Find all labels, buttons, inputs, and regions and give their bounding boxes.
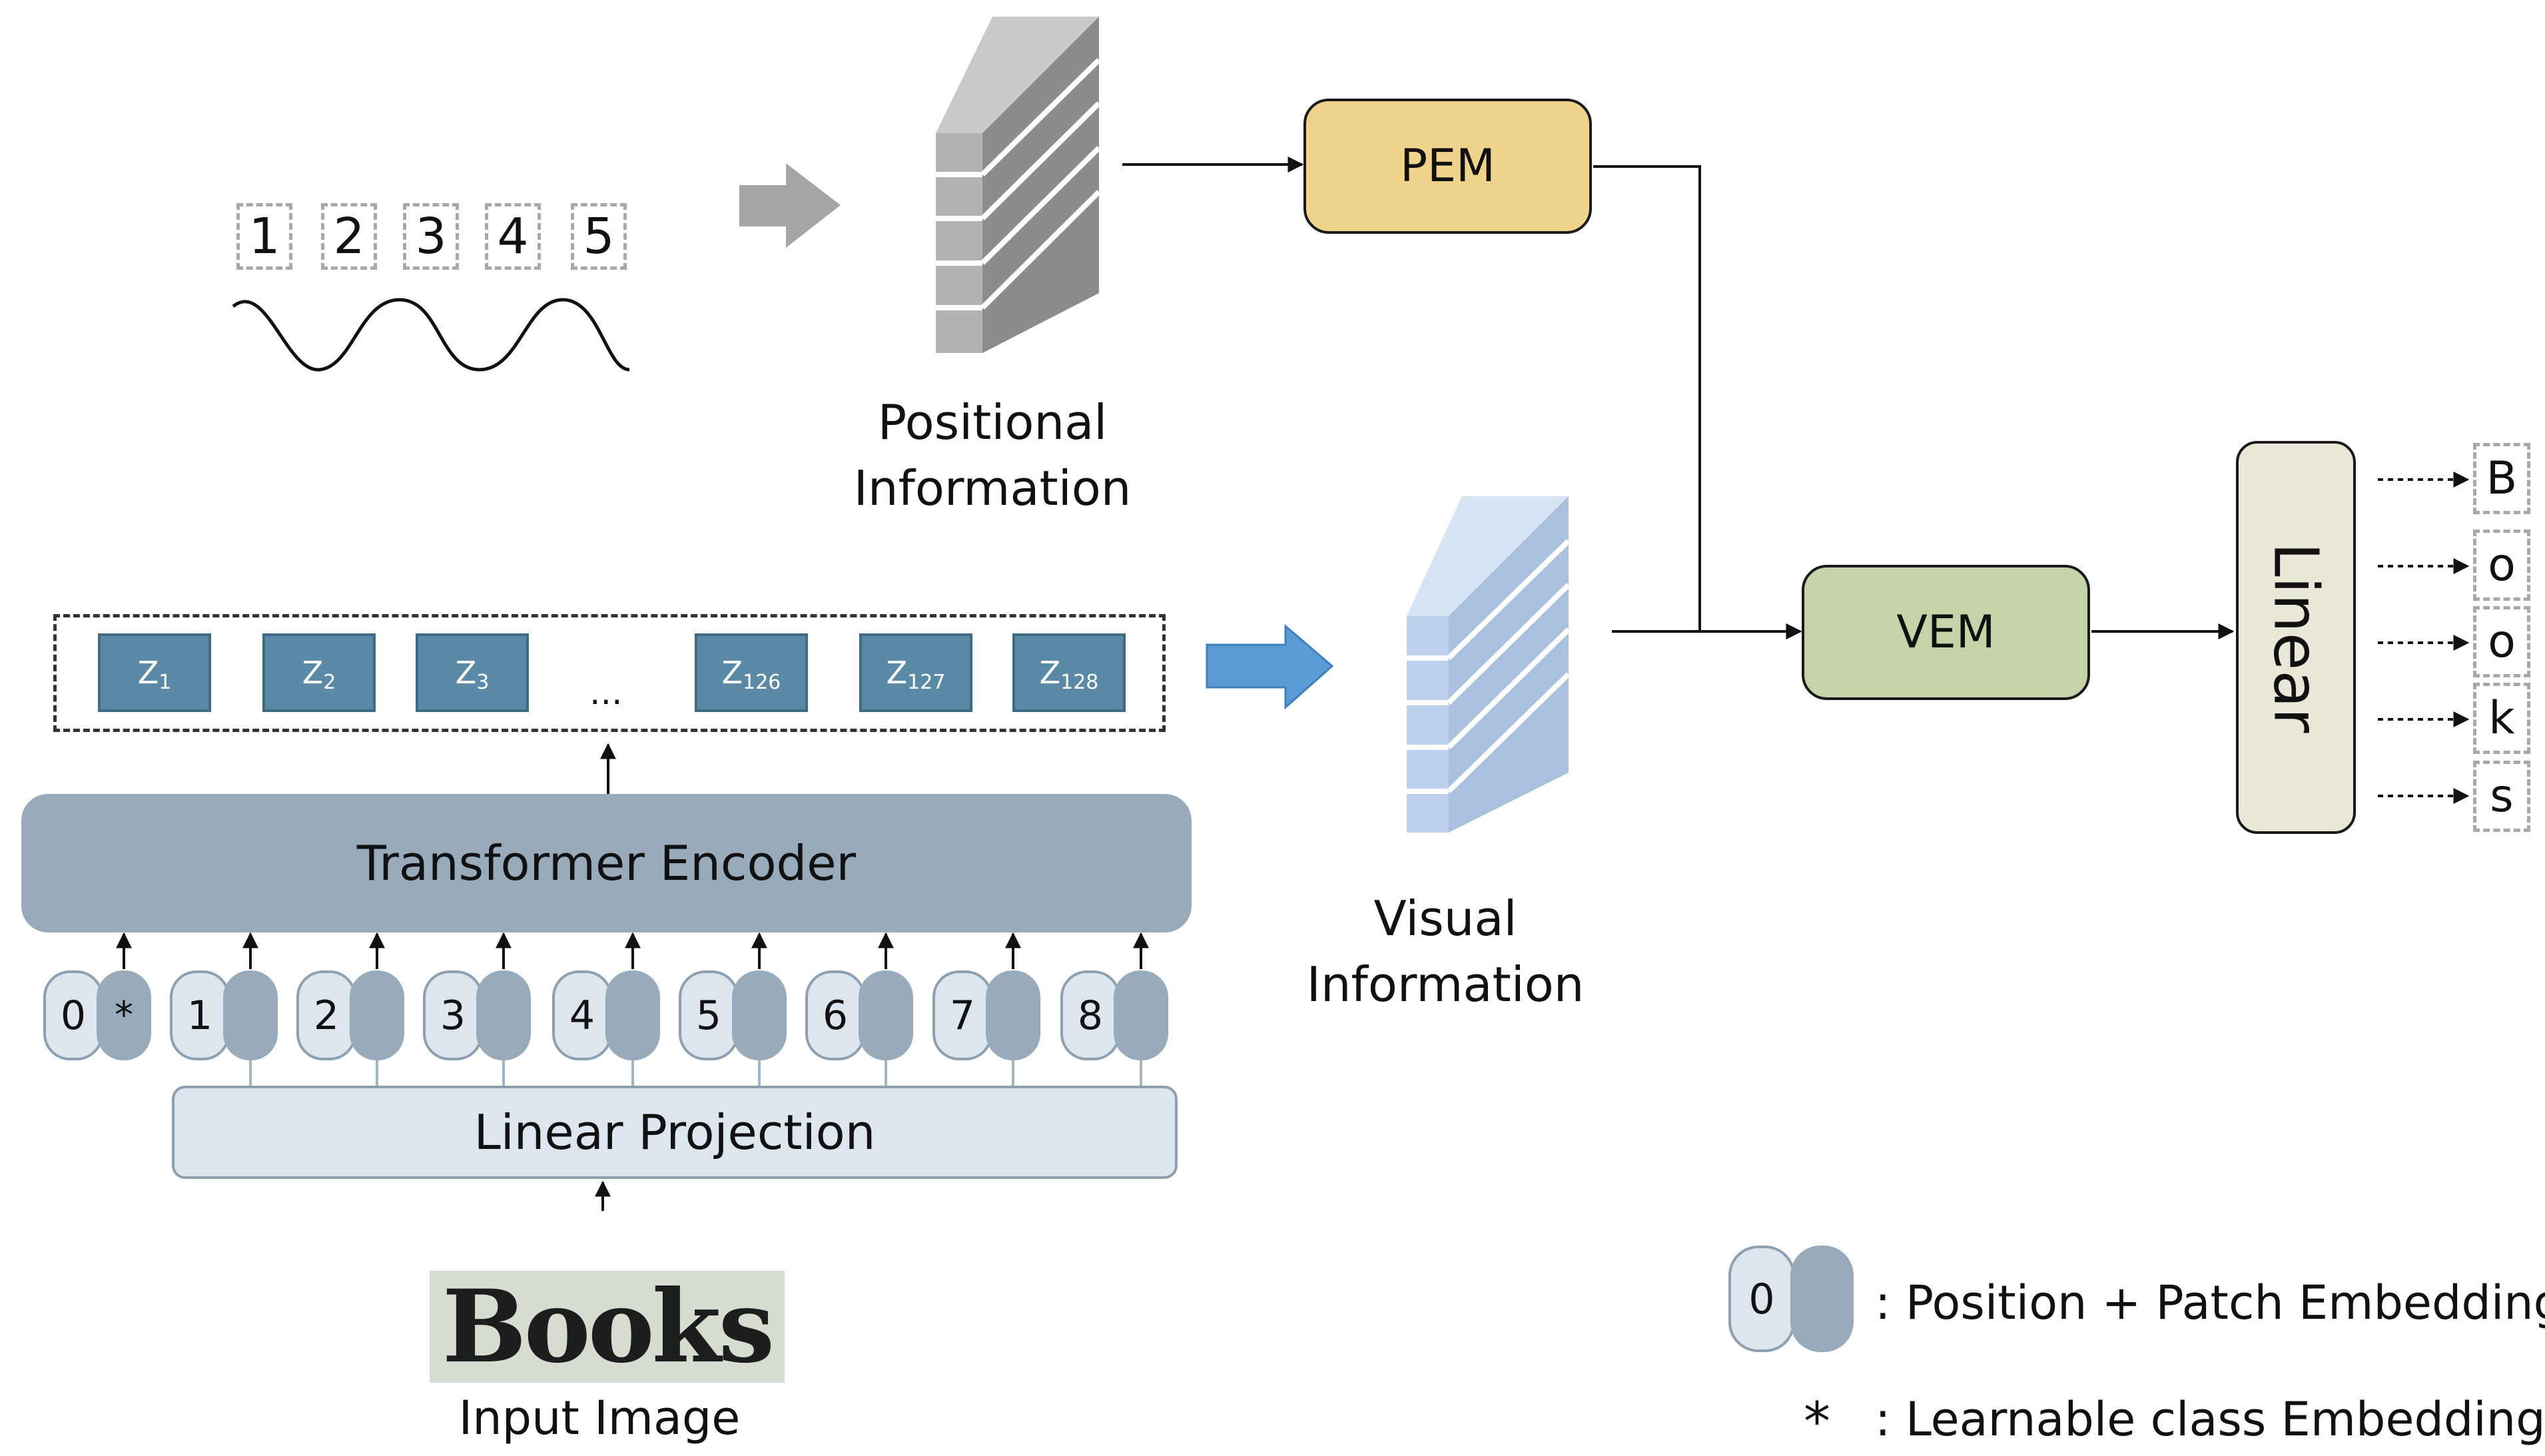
- positional-info-label: Positional Information: [853, 390, 1132, 521]
- output-char-box: o: [2473, 530, 2530, 601]
- legend-star-text: : Learnable class Embedding: [1875, 1392, 2545, 1447]
- position-index-box: 3: [403, 203, 459, 270]
- output-char-box: B: [2473, 443, 2530, 514]
- positional-info-label-line2: Information: [853, 460, 1132, 516]
- visual-info-label-line2: Information: [1306, 956, 1585, 1012]
- sine-wave: [232, 298, 630, 372]
- position-token: 1: [170, 970, 230, 1060]
- linear-projection-block: Linear Projection: [172, 1086, 1178, 1179]
- position-token: 5: [679, 970, 739, 1060]
- position-index-box: 2: [321, 203, 377, 270]
- input-image-text: Books: [442, 1271, 775, 1383]
- visual-info-label: Visual Information: [1305, 886, 1585, 1017]
- position-index-box: 5: [571, 203, 627, 270]
- position-token: 8: [1060, 970, 1120, 1060]
- position-token: 3: [423, 970, 483, 1060]
- patch-token: [1114, 970, 1168, 1060]
- visual-info-label-line1: Visual: [1373, 891, 1517, 946]
- linear-label: Linear: [2260, 542, 2332, 733]
- position-token: 2: [296, 970, 356, 1060]
- legend-token-text: : Position + Patch Embedding: [1875, 1275, 2545, 1330]
- patch-token: [350, 970, 404, 1060]
- gray-arrow: [739, 163, 841, 248]
- output-arrows: [2378, 472, 2470, 804]
- blue-arrow: [1206, 623, 1334, 710]
- output-char-box: k: [2473, 683, 2530, 754]
- input-image: Books: [430, 1271, 785, 1383]
- linear-block: Linear: [2236, 441, 2356, 834]
- class-token: *: [97, 970, 151, 1060]
- patch-token: [223, 970, 278, 1060]
- legend-patch-token: [1790, 1246, 1854, 1352]
- z-ellipsis: ...: [589, 673, 623, 713]
- output-char-box: o: [2473, 606, 2530, 677]
- position-token: 7: [932, 970, 992, 1060]
- vem-block: VEM: [1802, 565, 2090, 700]
- z-token-container: [53, 614, 1166, 732]
- transformer-encoder-block: Transformer Encoder: [21, 794, 1192, 932]
- connector-pem-to-vem: [1593, 165, 1802, 639]
- input-image-label: Input Image: [458, 1391, 741, 1445]
- output-char-box: s: [2473, 761, 2530, 832]
- visual-info-stack: [1407, 496, 1571, 833]
- positional-info-label-line1: Positional: [877, 394, 1108, 450]
- patch-token: [476, 970, 531, 1060]
- patch-token: [859, 970, 913, 1060]
- pem-block: PEM: [1303, 99, 1592, 234]
- positional-info-stack: [936, 17, 1101, 353]
- projection-connectors: [249, 1060, 1142, 1086]
- patch-token: [986, 970, 1040, 1060]
- patch-token: [732, 970, 787, 1060]
- patch-token: [605, 970, 660, 1060]
- token-arrows: [116, 932, 1149, 969]
- position-token: 0: [43, 970, 103, 1060]
- legend-star-symbol: *: [1804, 1391, 1830, 1453]
- position-index-box: 1: [236, 203, 292, 270]
- position-token: 6: [805, 970, 865, 1060]
- legend-position-token: 0: [1728, 1246, 1795, 1352]
- position-index-box: 4: [485, 203, 541, 270]
- position-token: 4: [552, 970, 612, 1060]
